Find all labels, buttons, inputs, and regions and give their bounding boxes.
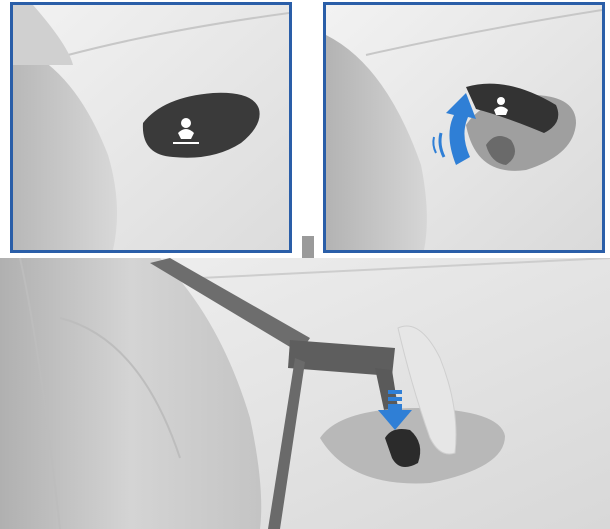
panel-attach-tether: [0, 258, 610, 529]
open-cover-illustration: [326, 5, 602, 250]
panel-open-cover: [323, 2, 605, 253]
panel-closed-cover: [10, 2, 292, 253]
attach-tether-illustration: [0, 258, 610, 529]
closed-cover-illustration: [13, 5, 289, 250]
